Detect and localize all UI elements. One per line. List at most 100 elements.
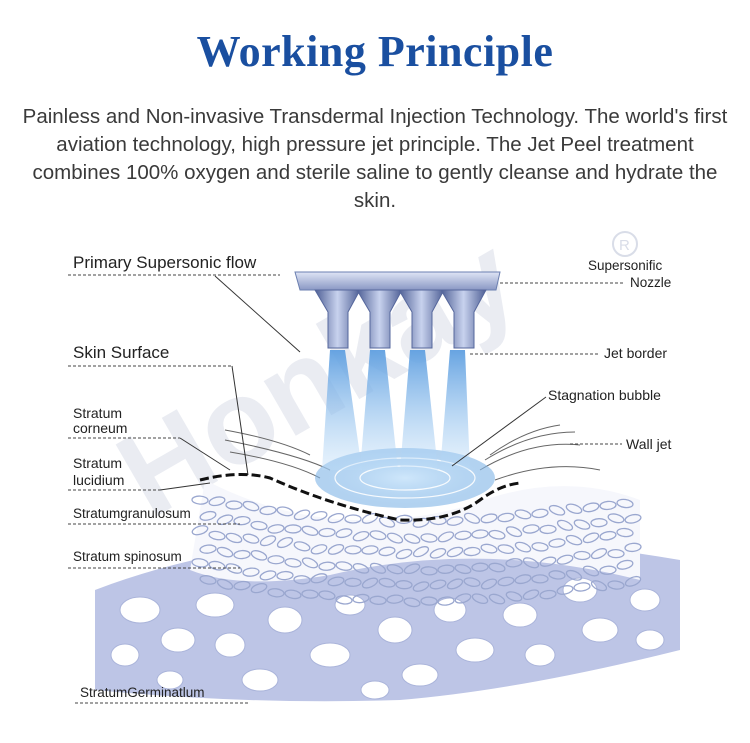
mesh-cell [573, 519, 591, 530]
mesh-cell [624, 575, 642, 587]
label-stratum-corneum-2: corneum [73, 420, 127, 436]
mesh-cell [267, 555, 285, 565]
mesh-cell [573, 550, 591, 561]
mesh-cell [386, 594, 404, 604]
mesh-cell [259, 535, 277, 547]
mesh-cell [514, 509, 532, 520]
mesh-cell [480, 513, 498, 524]
mesh-cell [446, 516, 464, 526]
mesh-cell [463, 546, 481, 557]
mesh-cell [539, 589, 557, 600]
label-nozzle-2: Nozzle [630, 275, 671, 290]
mesh-cell [556, 554, 574, 565]
mesh-cell [199, 544, 217, 554]
mesh-cell [310, 573, 328, 584]
mesh-cell [590, 548, 608, 560]
mesh-cell [344, 545, 362, 555]
mesh-cell [522, 589, 540, 601]
mesh-cell [607, 549, 625, 559]
mesh-cell [242, 567, 260, 577]
label-stratum-lucidium-2: lucidium [73, 472, 124, 488]
mesh-cell [480, 578, 498, 590]
mesh-cell [284, 524, 302, 534]
label-jet-border: Jet border [604, 345, 667, 361]
mesh-cell [556, 585, 574, 595]
mesh-cell [327, 513, 345, 524]
mesh-cell [395, 580, 413, 590]
mesh-cell [318, 561, 336, 571]
mesh-cell [471, 562, 489, 572]
mesh-cell [293, 541, 311, 552]
mesh-cell [293, 575, 311, 585]
mesh-cell [463, 577, 481, 588]
mesh-cell [242, 500, 260, 512]
mesh-cell [403, 533, 421, 544]
cell-mesh [190, 480, 642, 608]
mesh-cell [352, 563, 370, 574]
mesh-cell [386, 564, 404, 575]
mesh-cell [310, 510, 328, 521]
mesh-cell [233, 515, 251, 526]
mesh-cell [293, 509, 311, 521]
mesh-cell [471, 593, 489, 605]
mesh-cell [284, 558, 302, 568]
mesh-cell [582, 532, 600, 544]
mesh-cell [386, 532, 404, 544]
mesh-cell [208, 530, 226, 541]
mesh-cell [539, 524, 557, 535]
mesh-cell [514, 574, 532, 585]
mesh-cell [267, 524, 285, 534]
mesh-cell [344, 514, 362, 524]
mesh-cell [412, 546, 430, 558]
mesh-cell [548, 504, 566, 516]
mesh-cell [505, 591, 523, 602]
mesh-cell [497, 512, 515, 523]
mesh-cell [327, 576, 345, 587]
mesh-cell [327, 543, 345, 555]
mesh-cell [259, 570, 277, 581]
mesh-cell [216, 514, 234, 526]
label-wall-jet: Wall jet [626, 436, 671, 452]
mesh-cell [624, 513, 642, 524]
mesh-cell [250, 583, 268, 594]
mesh-cell [488, 593, 506, 605]
mesh-cell [199, 510, 217, 521]
svg-text:R: R [619, 237, 630, 254]
mesh-cell [301, 525, 319, 536]
mesh-cell [548, 570, 566, 580]
wall-jet-curves [224, 424, 601, 481]
nozzle-head [294, 271, 501, 349]
label-stagnation-bubble: Stagnation bubble [548, 387, 661, 403]
mesh-cell [420, 566, 438, 576]
mesh-cell [556, 519, 574, 531]
mesh-cell [395, 548, 413, 560]
label-stratum-spinosum: Stratum spinosum [73, 549, 182, 564]
mesh-cell [267, 588, 285, 598]
mesh-cell [548, 538, 566, 548]
mesh-cell [369, 530, 387, 541]
mesh-cell [420, 596, 438, 606]
label-primary-flow: Primary Supersonic flow [73, 253, 257, 272]
mesh-cell [531, 508, 549, 519]
mesh-cell [233, 580, 251, 591]
mesh-cell [301, 557, 319, 569]
mesh-cell [471, 529, 489, 539]
mesh-cell [437, 531, 455, 543]
mesh-cell [616, 498, 634, 509]
label-stratum-granulosum: Stratumgranulosum [73, 506, 191, 521]
mesh-cell [208, 560, 226, 571]
mesh-cell [454, 593, 472, 604]
label-stratum-lucidium-1: Stratum [73, 455, 122, 471]
mesh-cell [539, 556, 557, 567]
mesh-cell [480, 543, 498, 554]
mesh-cell [318, 527, 336, 538]
mesh-cell [446, 578, 464, 590]
mesh-cell [276, 537, 294, 549]
mesh-cell [590, 518, 608, 528]
registered-mark-icon: R [612, 231, 638, 257]
mesh-cell [318, 590, 336, 601]
mesh-cell [276, 570, 294, 581]
label-stratum-germinatlum: StratumGerminatlum [80, 685, 205, 700]
mesh-cell [505, 558, 523, 568]
mesh-cell [369, 595, 387, 605]
